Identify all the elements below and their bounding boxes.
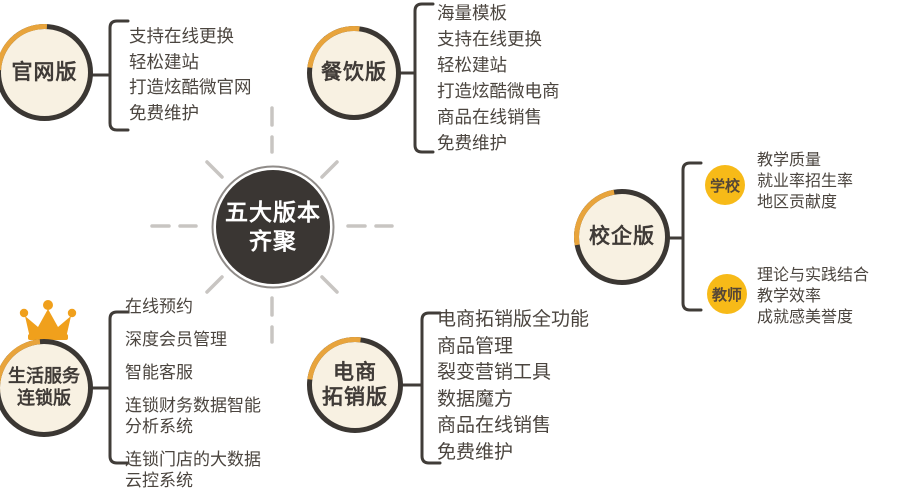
node-label-official: 官网版: [11, 60, 78, 84]
feature-item: 打造炫酷微官网: [129, 77, 252, 97]
ray-tick-nw: [205, 160, 224, 179]
badge-teacher-label: 教师: [711, 286, 742, 304]
feature-item: 教学质量: [757, 152, 822, 169]
school-enterprise-bracket: [665, 161, 703, 312]
node-restaurant-version: 餐饮版: [288, 7, 420, 139]
feature-item: 成就感美誉度: [757, 309, 854, 326]
feature-item: 数据魔方: [437, 388, 514, 410]
feature-item: 免费维护: [437, 441, 514, 463]
feature-item: 轻松建站: [129, 51, 199, 72]
feature-item: 智能客服: [125, 363, 193, 382]
feature-item: 理论与实践结合: [757, 267, 870, 284]
feature-item: 打造炫酷微电商: [437, 81, 560, 101]
node-life-service-version: 生活服务 连锁版: [0, 318, 114, 458]
badge-school-label: 学校: [709, 177, 740, 195]
feature-item: 连锁财务数据智能分析系统: [125, 396, 261, 436]
life-service-feature-list: 在线预约 深度会员管理 智能客服 连锁财务数据智能分析系统 连锁门店的大数据云控…: [125, 296, 271, 496]
center-title-line1: 五大版本: [225, 199, 321, 226]
node-label-life-service-line2: 连锁版: [17, 388, 71, 408]
ecommerce-bracket: [401, 311, 442, 465]
life-service-bracket: [90, 310, 130, 465]
feature-item: 电商拓销版全功能: [437, 309, 590, 330]
feature-item: 就业率招生率: [757, 173, 854, 190]
node-official-version: 官网版: [0, 4, 113, 141]
feature-item: 商品管理: [437, 335, 514, 357]
feature-item: 在线预约: [125, 297, 193, 316]
ray-tick-ne: [320, 160, 339, 179]
center-node: 五大版本 齐聚: [216, 170, 330, 284]
restaurant-bracket: [396, 2, 435, 154]
center-title-line2: 齐聚: [249, 228, 297, 254]
feature-item: 地区贡献度: [757, 194, 838, 211]
feature-item: 深度会员管理: [125, 330, 227, 349]
school-feature-list: 教学质量 就业率招生率 地区贡献度: [757, 150, 853, 213]
restaurant-feature-list: 海量模板 支持在线更换 轻松建站 打造炫酷微电商 商品在线销售 免费维护: [437, 0, 560, 156]
feature-item: 裂变营销工具: [437, 362, 552, 383]
feature-item: 海量模板: [437, 3, 507, 23]
badge-school: 学校: [705, 165, 745, 205]
feature-item: 轻松建站: [437, 55, 507, 75]
ray-tick-sw: [205, 275, 224, 294]
ray-tick-se: [320, 275, 339, 294]
crown-icon: [19, 300, 77, 340]
feature-item: 连锁门店的大数据云控系统: [125, 450, 261, 490]
feature-item: 免费维护: [129, 102, 199, 123]
feature-item: 商品在线销售: [437, 107, 542, 127]
feature-item: 教学效率: [757, 288, 822, 305]
feature-item: 支持在线更换: [129, 26, 234, 46]
node-label-ecommerce-line1: 电商: [333, 360, 377, 384]
teacher-feature-list: 理论与实践结合 教学效率 成就感美誉度: [757, 265, 869, 328]
node-label-ecommerce-line2: 拓销版: [322, 386, 388, 409]
ecommerce-feature-list: 电商拓销版全功能 商品管理 裂变营销工具 数据魔方 商品在线销售 免费维护: [437, 307, 589, 466]
feature-item: 商品在线销售: [437, 415, 552, 436]
feature-item: 支持在线更换: [437, 29, 542, 49]
node-school-enterprise-version: 校企版: [555, 170, 689, 304]
badge-teacher: 教师: [707, 274, 747, 314]
official-bracket: [91, 19, 130, 132]
feature-item: 免费维护: [437, 133, 507, 153]
node-label-school-enterprise: 校企版: [589, 225, 655, 249]
node-label-restaurant: 餐饮版: [321, 61, 387, 85]
node-label-life-service-line1: 生活服务: [8, 366, 80, 387]
official-feature-list: 支持在线更换 轻松建站 打造炫酷微官网 免费维护: [129, 24, 252, 126]
node-ecommerce-version: 电商 拓销版: [287, 317, 423, 453]
